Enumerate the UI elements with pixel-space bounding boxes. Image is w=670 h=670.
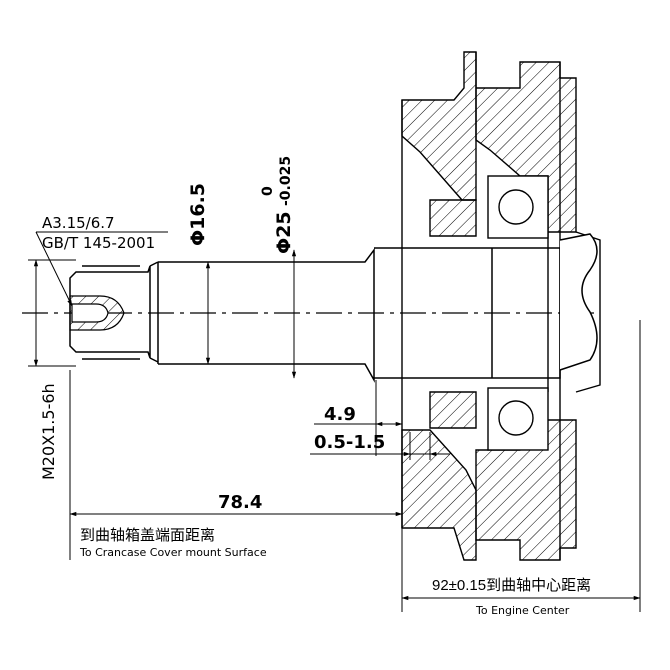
- housing-upper: [401, 51, 577, 237]
- dim-engine-center: [401, 320, 641, 612]
- tol-lower: -0.025: [278, 156, 294, 206]
- center-hole-standard: GB/T 145-2001: [42, 234, 155, 252]
- crankcase-label-cn: 到曲轴箱盖端面距离: [80, 527, 215, 544]
- dia-main-label: Φ25: [273, 211, 295, 254]
- dim-thread: [28, 259, 76, 367]
- len-78-4: 78.4: [218, 492, 262, 513]
- center-hole-spec: A3.15/6.7: [42, 214, 115, 232]
- len-range: 0.5-1.5: [314, 432, 385, 453]
- crank-web: [559, 233, 598, 371]
- shaft-body: [157, 247, 561, 383]
- bearing-upper: [487, 175, 549, 239]
- len-4-9: 4.9: [324, 404, 356, 425]
- engine-center-en: To Engine Center: [475, 604, 570, 617]
- center-hole-leader: [35, 231, 168, 307]
- thread-label: M20X1.5-6h: [39, 383, 58, 480]
- threaded-end: [69, 261, 159, 363]
- dia-small-label: Φ16.5: [187, 183, 209, 246]
- crankcase-label-en: To Crancase Cover mount Surface: [79, 546, 267, 559]
- dim-range: [310, 432, 450, 460]
- bearing-lower: [487, 387, 549, 451]
- tol-upper: 0: [260, 186, 276, 196]
- dim-78-4: [69, 370, 403, 560]
- dim-4-9: [314, 380, 403, 456]
- to-engine-center-label: 92±0.15到曲轴中心距离: [432, 577, 591, 594]
